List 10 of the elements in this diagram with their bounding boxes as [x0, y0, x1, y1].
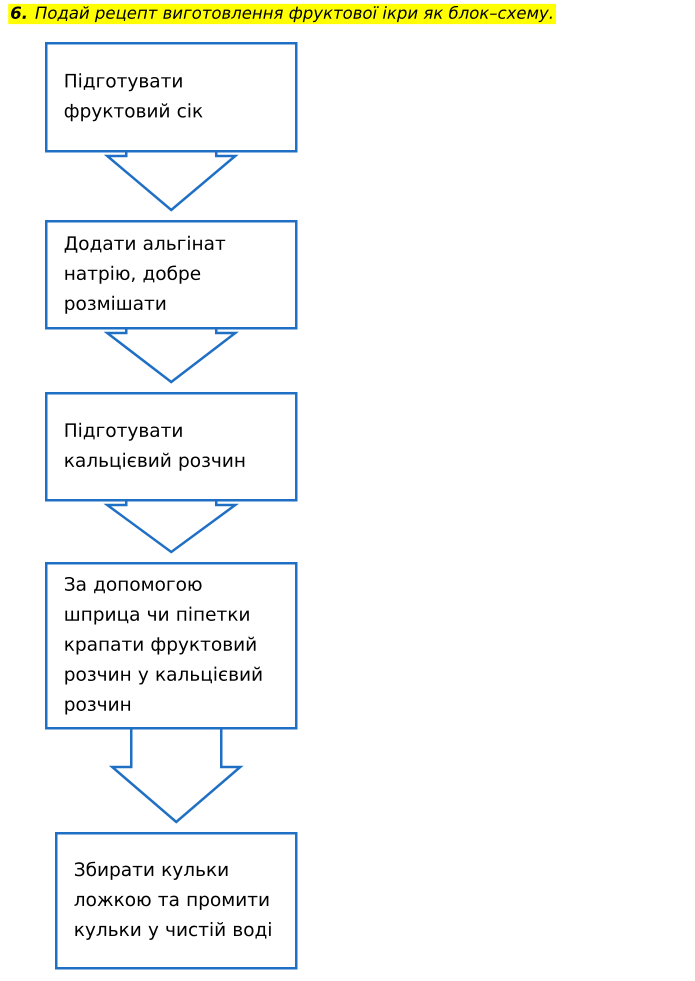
title: 6. Подай рецепт виготовлення фруктової ікри як блок–схему.	[8, 4, 556, 24]
block-arrow	[103, 500, 240, 554]
process-box: Підготувати кальцієвий розчин	[45, 392, 298, 502]
process-box: Додати альгінат натрію, добре розмішати	[45, 220, 298, 330]
block-arrow	[104, 151, 239, 212]
process-box: Підготувати фруктовий сік	[45, 42, 298, 152]
process-box: За допомогою шприца чи піпетки крапати фруктовий розчин у кальцієвий розчин	[45, 562, 298, 730]
block-arrow	[108, 728, 244, 824]
process-box: Збирати кульки ложкою та промити кульки у чистій воді	[55, 832, 298, 970]
block-arrow	[104, 328, 239, 384]
